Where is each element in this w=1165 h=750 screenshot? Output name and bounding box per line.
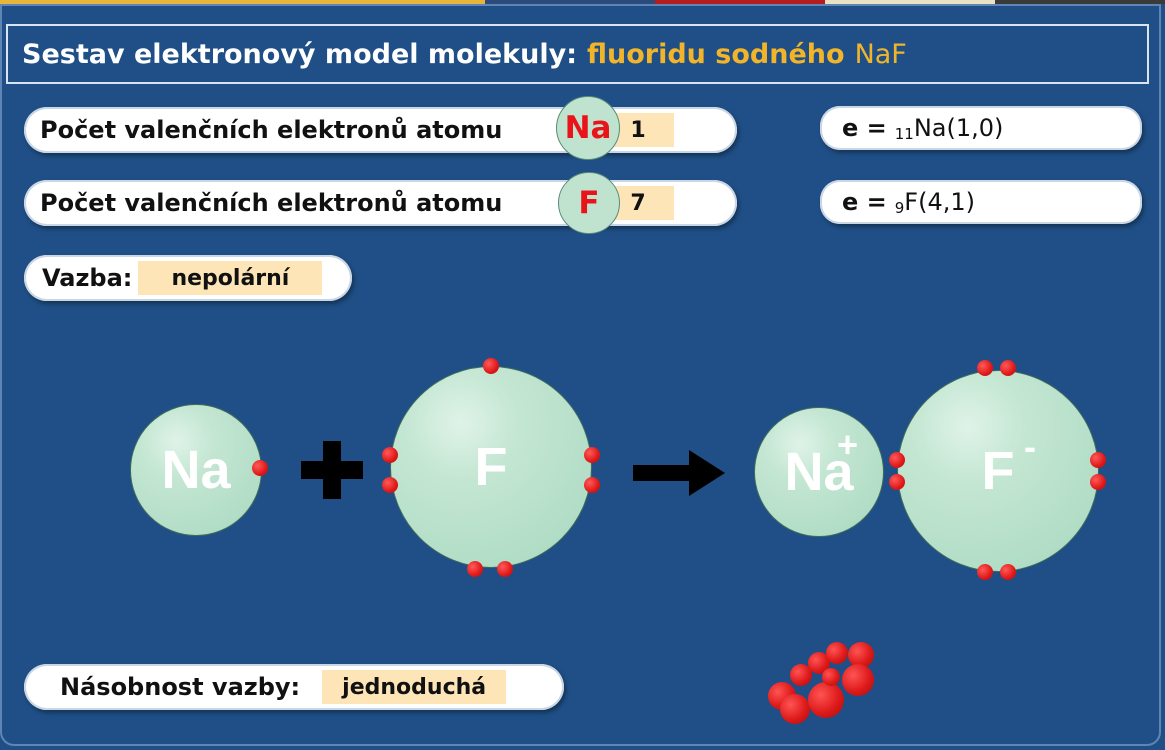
title-compound: fluoridu sodného [587, 38, 845, 70]
atom-na-symbol: Na [161, 440, 231, 500]
electron-f-top [483, 358, 499, 374]
ion-f-charge: - [1024, 426, 1036, 467]
bond-type-value[interactable]: nepolární [138, 261, 323, 295]
title-prefix: Sestav elektronový model molekuly: [22, 38, 577, 70]
valence-value-na-text: 1 [630, 117, 646, 143]
main-frame [0, 4, 1161, 746]
valence-label-na: Počet valenčních elektronů atomu [40, 116, 503, 144]
bond-multiplicity-value[interactable]: jednoduchá [322, 670, 507, 704]
formula-f-eq: e = [842, 188, 887, 216]
bond-multiplicity-value-text: jednoduchá [342, 674, 487, 700]
element-symbol-f: F [578, 185, 600, 221]
valence-row-f: Počet valenčních elektronů atomu : 7 [24, 180, 737, 226]
bond-multiplicity-label: Násobnost vazby: [60, 673, 301, 701]
electron-fion-bottom-2 [1000, 564, 1016, 580]
element-badge-f: F [558, 172, 620, 234]
electron-fion-top-2 [1000, 360, 1016, 376]
page-title: Sestav elektronový model molekuly: fluor… [6, 24, 1149, 84]
bond-multiplicity-row: Násobnost vazby: jednoduchá [24, 664, 564, 710]
electron-fion-right-2 [1090, 474, 1106, 490]
ion-f-symbol: F [981, 441, 1015, 501]
ion-na[interactable]: Na [754, 407, 884, 537]
electron-f-right-2 [584, 477, 600, 493]
molecule-model-icon[interactable] [762, 640, 882, 730]
atom-f-symbol: F [474, 437, 508, 497]
formula-f-sub: 9 [894, 199, 905, 217]
formula-f-text: F(4,1) [904, 188, 975, 216]
electron-fion-left-2 [889, 474, 905, 490]
electron-fion-right-1 [1090, 452, 1106, 468]
formula-na-text: Na(1,0) [913, 114, 1004, 142]
electron-f-bottom-1 [467, 561, 483, 577]
electron-f-left-1 [382, 447, 398, 463]
plus-icon [301, 441, 363, 499]
electron-fion-bottom-1 [977, 564, 993, 580]
electron-fion-left-1 [889, 452, 905, 468]
valence-row-na: Počet valenčních elektronů atomu : 1 [24, 107, 737, 153]
electron-f-left-2 [382, 477, 398, 493]
electron-fion-top-1 [977, 360, 993, 376]
valence-label-f: Počet valenčních elektronů atomu [40, 189, 503, 217]
element-badge-na: Na [556, 96, 620, 160]
formula-na-sub: 11 [894, 125, 914, 143]
bond-type-value-text: nepolární [171, 265, 290, 291]
formula-na: e = 11 Na(1,0) [820, 106, 1142, 150]
formula-f: e = 9 F(4,1) [820, 180, 1142, 224]
atom-f[interactable]: F [390, 366, 592, 568]
bond-type-label: Vazba: [42, 264, 133, 292]
atom-na[interactable]: Na [130, 404, 262, 536]
ion-na-charge: + [837, 424, 859, 465]
electron-f-right-1 [584, 447, 600, 463]
arrow-right-icon [633, 450, 725, 496]
element-symbol-na: Na [564, 110, 612, 146]
valence-value-f-text: 7 [630, 190, 646, 216]
bond-type-row: Vazba: nepolární [24, 255, 352, 301]
title-formula: NaF [854, 38, 907, 70]
top-stripe [0, 0, 1165, 4]
formula-na-eq: e = [842, 114, 887, 142]
ion-na-symbol: Na [784, 442, 854, 502]
ion-f[interactable]: F [897, 370, 1099, 572]
electron-na [252, 460, 268, 476]
electron-f-bottom-2 [497, 561, 513, 577]
